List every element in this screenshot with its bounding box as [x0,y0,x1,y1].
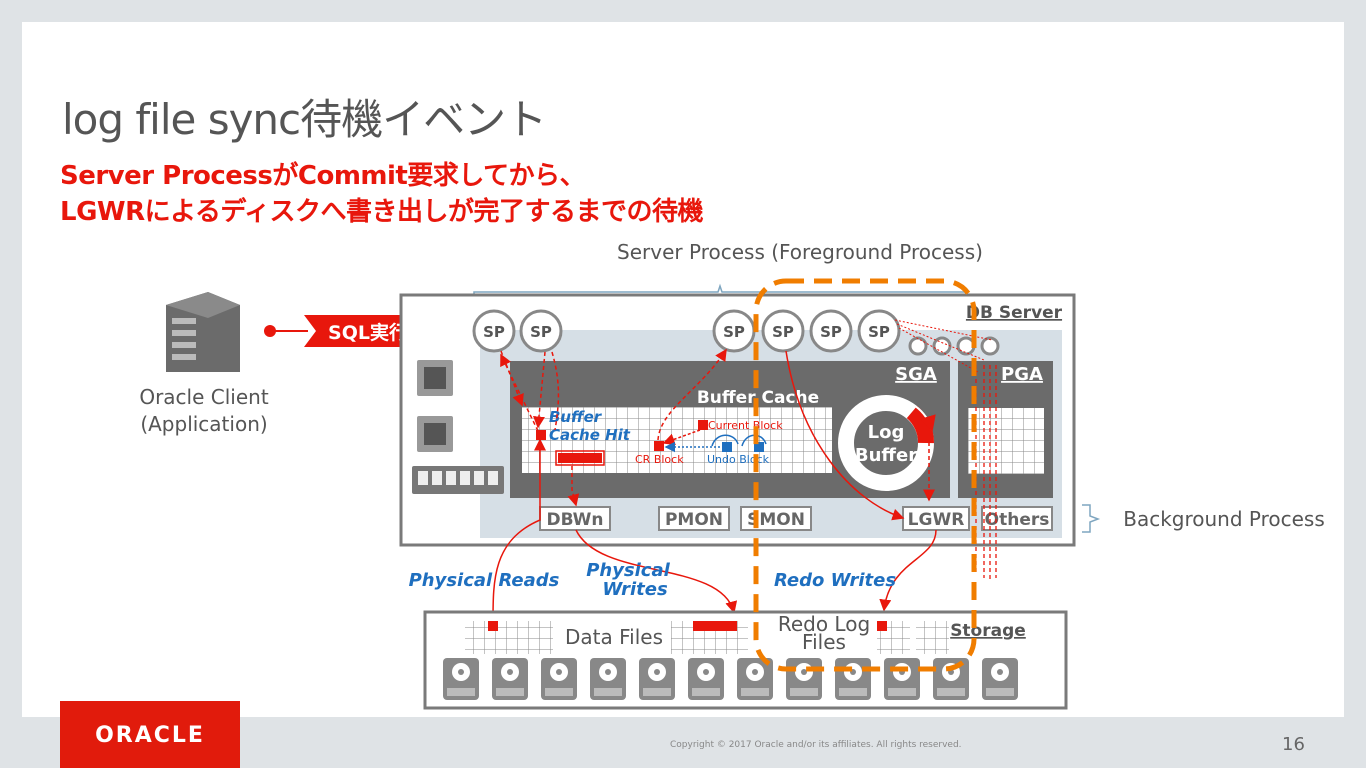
cr-block-label: CR Block [635,453,684,466]
background-process-label: Background Process [1123,507,1325,531]
svg-text:Others: Others [985,510,1050,530]
physical-writes-label-2: Writes [602,579,668,600]
client-label-1: Oracle Client [139,385,268,409]
lgwr-box: LGWR [902,506,970,531]
redo-writes-label: Redo Writes [774,570,896,591]
cpu-icon-2 [417,416,453,452]
smon-box: SMON [740,506,812,531]
pmon-box: PMON [658,506,730,531]
disk-icon [443,658,479,700]
physical-reads-label: Physical Reads [409,570,560,591]
log-file-sync-highlight [753,278,977,672]
cpu-icon [417,360,453,396]
sp-circle-3: SP [712,309,756,353]
sp-circle-4: SP [761,309,805,353]
page-title: log file sync待機イベント [62,95,547,144]
undo-block-label: Undo Block [707,453,770,466]
svg-text:SMON: SMON [747,510,805,530]
svg-text:SP: SP [868,323,890,341]
svg-text:SP: SP [530,323,552,341]
redo-log-grid-2 [916,621,949,654]
log-buffer-label-2: Buffer [855,445,917,466]
oracle-logo: ORACLE [60,701,240,768]
page-number: 16 [1282,734,1305,755]
svg-text:DBWn: DBWn [547,510,604,530]
svg-text:SP: SP [723,323,745,341]
others-box: Others [981,506,1053,531]
copyright-text: Copyright © 2017 Oracle and/or its affil… [670,740,962,750]
data-file-grid-1 [465,621,553,654]
db-server-label: DB Server [966,303,1063,323]
disk-icon [737,658,773,700]
background-process-bracket [1082,504,1101,533]
buffer-cache-hit-2: Cache Hit [549,426,631,444]
current-block-label: Current Block [708,419,783,432]
server-process-label: Server Process (Foreground Process) [617,240,983,264]
sga-label: SGA [895,364,937,385]
dbwn-box: DBWn [539,506,611,531]
server-icon [166,292,240,372]
sp-circle-1: SP [472,309,516,353]
small-process-4 [980,336,1000,356]
disk-icon [541,658,577,700]
buffer-cache-hit-1: Buffer [549,408,603,426]
memory-module-icon [412,466,504,494]
svg-text:PMON: PMON [665,510,723,530]
client-label-2: (Application) [140,412,267,436]
svg-text:LGWR: LGWR [908,510,965,530]
disk-icon [982,658,1018,700]
storage-label: Storage [950,621,1026,641]
sp-circle-5: SP [809,309,853,353]
disk-icon [639,658,675,700]
redo-log-files-label-1: Redo Log [778,612,870,636]
sp-circle-6: SP [857,309,901,353]
oracle-logo-text: ORACLE [95,723,205,748]
subtitle-line-1: Server ProcessがCommit要求してから、 [60,161,586,191]
sp-circle-2: SP [519,309,563,353]
disk-icon [884,658,920,700]
disk-icon [492,658,528,700]
disk-icon [786,658,822,700]
redo-log-files-label-2: Files [802,630,846,654]
disk-icon [835,658,871,700]
svg-text:SP: SP [820,323,842,341]
data-files-label: Data Files [565,625,663,649]
sql-exec-label: SQL実行 [328,321,408,344]
disk-icon [590,658,626,700]
svg-text:SP: SP [772,323,794,341]
disk-icon [688,658,724,700]
pga-grid [968,408,1044,474]
svg-text:SP: SP [483,323,505,341]
physical-writes-label-1: Physical [586,560,670,581]
log-buffer-label-1: Log [868,422,905,443]
small-process-1 [908,336,928,356]
buffer-cache-label: Buffer Cache [697,388,819,408]
pga-label: PGA [1001,364,1043,385]
subtitle-line-2: LGWRによるディスクへ書き出しが完了するまでの待機 [60,197,704,227]
